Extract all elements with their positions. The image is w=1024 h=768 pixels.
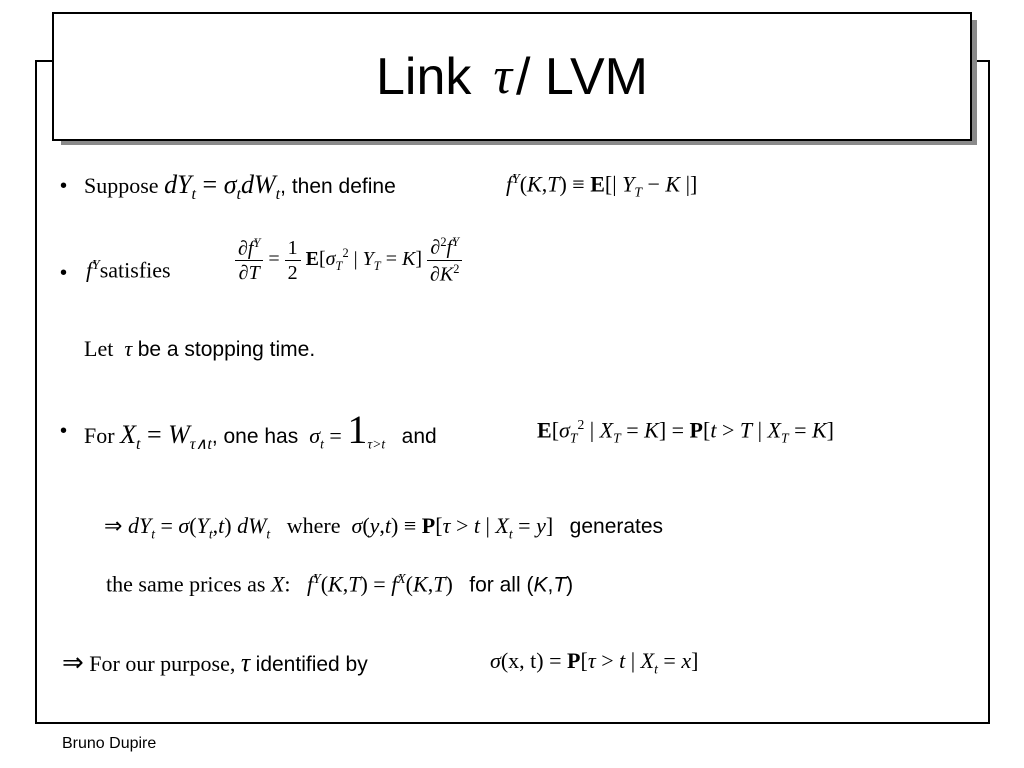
stopping-time-text: be a stopping time. <box>137 338 316 361</box>
for-all-text: for all (K,T) <box>469 573 574 597</box>
then-define-text: , then define <box>280 175 396 198</box>
conditional-expectation: E[σT2 | XT = K] = P[t > T | XT = K] <box>537 417 834 446</box>
implies-arrow-1: ⇒ <box>104 513 123 538</box>
X-symbol: X <box>270 571 285 597</box>
content-frame <box>35 60 990 724</box>
same-prices-text: the same prices as <box>106 571 266 597</box>
title-tau-symbol: τ <box>493 48 513 105</box>
bullet-2: • <box>60 262 68 284</box>
sde-equation: dYt = σtdWt <box>164 170 281 204</box>
line-purpose: ⇒ For our purpose, τ identified by <box>62 650 368 676</box>
implies-arrow-2: ⇒ <box>62 648 84 677</box>
one-half-num: 1 <box>284 238 301 261</box>
f-symbol: f <box>86 257 93 283</box>
let-word: Let <box>84 336 114 361</box>
generates-text: generates <box>569 515 664 538</box>
slide-title: Link τ / LVM <box>52 12 972 141</box>
bullet-3: • <box>60 420 68 442</box>
indicator-one: 1 <box>347 407 368 452</box>
line-for: For Xt = Wτ∧t, one has σt = 1τ>t and <box>84 407 437 454</box>
for-word: For <box>84 423 115 448</box>
title-suffix: / LVM <box>516 47 648 106</box>
line-let: Let τ be a stopping time. <box>84 336 316 361</box>
satisfies-word: satisfies <box>99 257 171 283</box>
and-text: and <box>401 425 437 448</box>
title-prefix: Link <box>376 47 472 106</box>
identified-by-text: identified by <box>255 653 368 676</box>
fy-definition: fY(K,T) ≡ E[| YT − K |] <box>506 171 698 200</box>
purpose-text: For our purpose, <box>89 651 236 676</box>
one-has-text: , one has <box>211 425 299 448</box>
let-tau: τ <box>124 336 133 361</box>
line-implies-sde: ⇒ dYt = σ(Yt,t) dWt where σ(y,t) ≡ P[τ >… <box>104 513 664 542</box>
footer-author: Bruno Dupire <box>62 735 157 752</box>
one-half-den: 2 <box>287 261 298 284</box>
sigma-identification: σ(x, t) = P[τ > t | Xt = x] <box>490 648 699 677</box>
purpose-tau: τ <box>240 648 251 677</box>
line-suppose: Suppose dYt = σtdWt, then define <box>84 172 396 203</box>
suppose-word: Suppose <box>84 173 159 198</box>
bullet-1: • <box>60 175 68 197</box>
line-same-prices: the same prices as X: fY(K,T) = fX(K,T) … <box>106 571 574 597</box>
where-word: where <box>286 513 341 538</box>
line-satisfies: fYsatisfies <box>86 257 171 283</box>
